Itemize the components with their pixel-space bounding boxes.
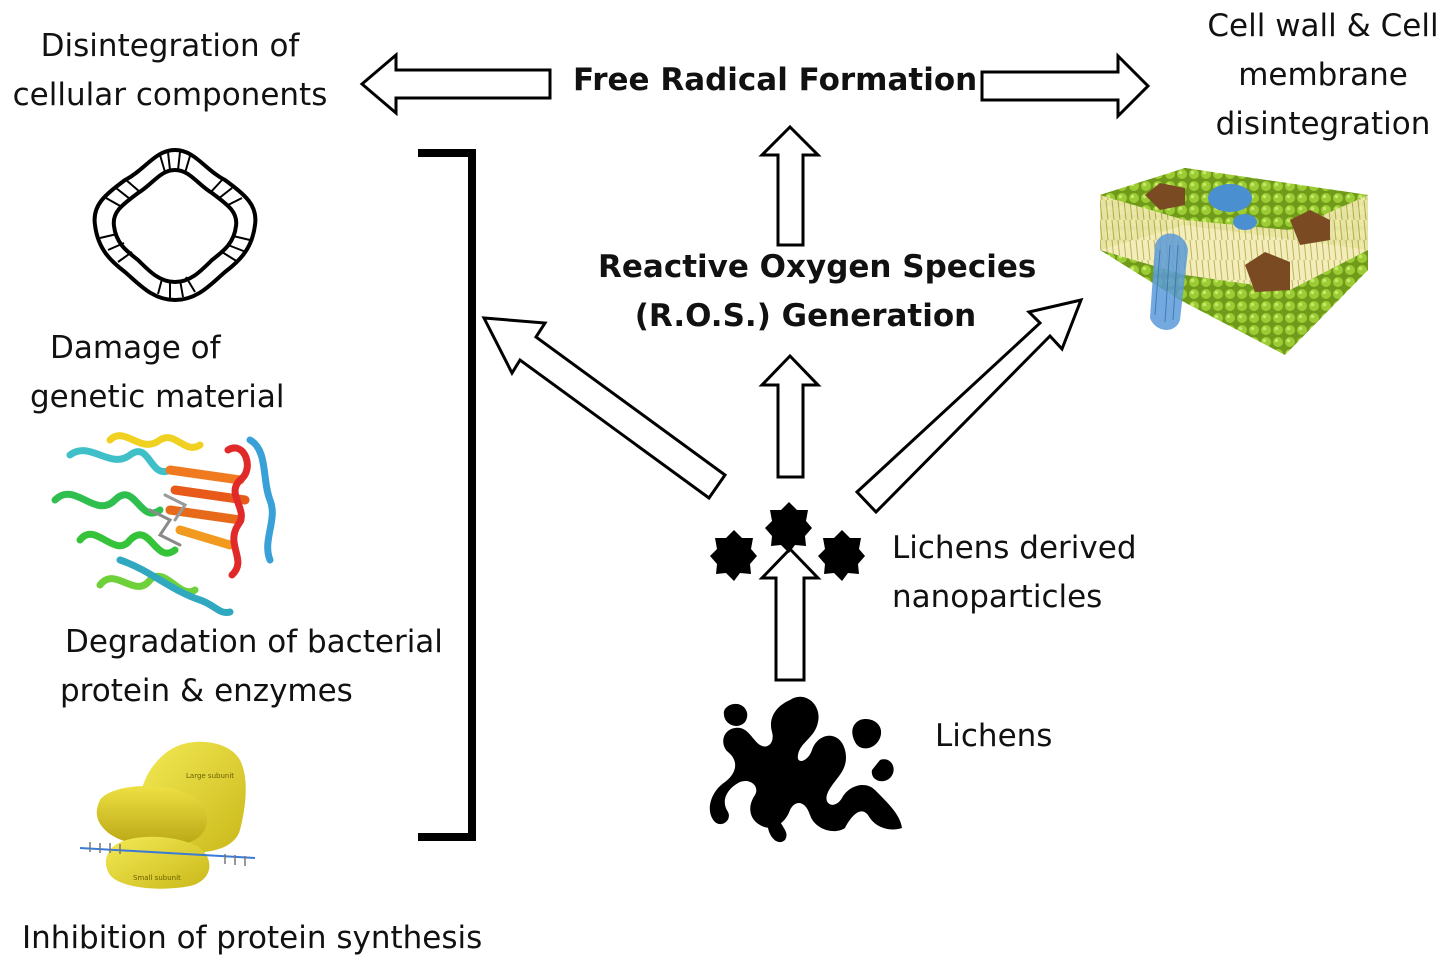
circular-dna-icon bbox=[92, 147, 258, 303]
label-ros-generation: Reactive Oxygen Species (R.O.S.) Generat… bbox=[598, 249, 1037, 334]
arrow-right-to-cell-wall bbox=[980, 52, 1151, 120]
protein-ribbon-icon bbox=[51, 432, 276, 617]
label-cell-wall-disintegration: Cell wall & Cell membrane disintegration bbox=[1207, 8, 1439, 142]
ribosome-icon: Large subunit Small subunit bbox=[79, 741, 256, 889]
label-free-radical-formation: Free Radical Formation bbox=[573, 62, 978, 98]
arrow-up-lichens-to-nanoparticles bbox=[758, 546, 822, 682]
label-disintegration: Disintegration of cellular components bbox=[12, 28, 328, 113]
ribosome-large-label: Large subunit bbox=[186, 772, 234, 780]
lichen-silhouette-icon bbox=[709, 696, 902, 843]
label-lichens: Lichens bbox=[935, 718, 1053, 754]
bracket bbox=[418, 149, 476, 841]
nanoparticle-star-icon bbox=[710, 530, 757, 581]
ribosome-small-label: Small subunit bbox=[133, 874, 181, 882]
arrow-diagonal-to-membrane bbox=[854, 297, 1084, 515]
nanoparticle-star-icon bbox=[765, 502, 812, 553]
label-inhibition-protein-synthesis: Inhibition of protein synthesis bbox=[22, 920, 483, 956]
label-lichens-nanoparticles: Lichens derived nanoparticles bbox=[892, 530, 1137, 615]
arrow-up-nanoparticles-to-ros bbox=[758, 353, 822, 479]
arrow-up-ros-to-free-radical bbox=[758, 124, 822, 247]
label-damage-genetic: Damage of genetic material bbox=[30, 330, 285, 415]
arrow-diagonal-to-bracket bbox=[481, 316, 728, 501]
nanoparticles-group bbox=[710, 502, 865, 581]
arrow-left-to-disintegration bbox=[359, 51, 552, 117]
cell-membrane-icon bbox=[1100, 168, 1368, 355]
nanoparticle-star-icon bbox=[818, 530, 865, 581]
label-degradation-protein: Degradation of bacterial protein & enzym… bbox=[60, 624, 443, 709]
